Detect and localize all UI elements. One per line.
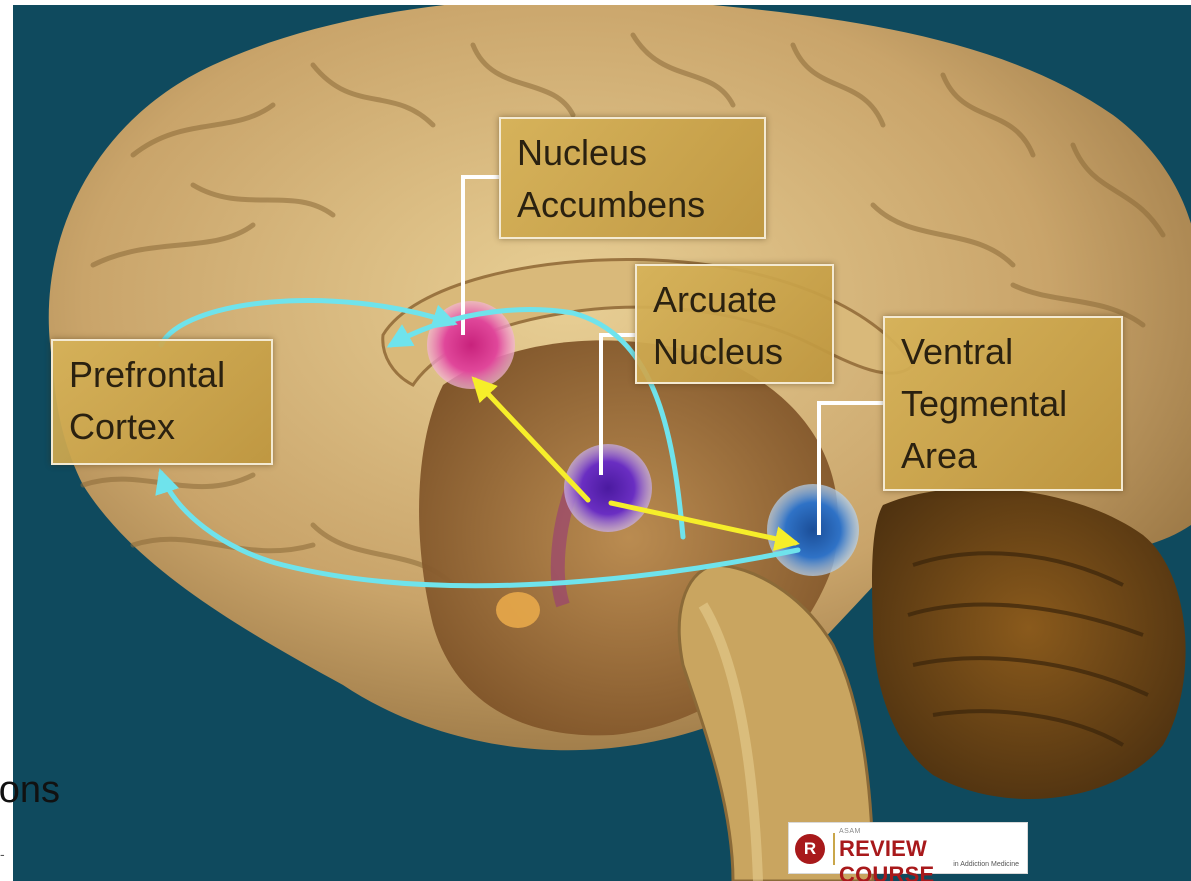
cerebellum xyxy=(872,488,1186,799)
slide-text-fragment-mark: - xyxy=(0,846,5,862)
ventral-tegmental-area-marker xyxy=(767,484,859,576)
logo-title: REVIEW COURSE xyxy=(839,836,1027,881)
label-line: Tegmental xyxy=(901,378,1107,430)
logo-badge: R xyxy=(795,834,825,864)
label-nucleus-accumbens: Nucleus Accumbens xyxy=(499,117,766,239)
label-ventral-tegmental-area: Ventral Tegmental Area xyxy=(883,316,1123,491)
label-line: Nucleus xyxy=(653,326,818,378)
label-line: Arcuate xyxy=(653,274,818,326)
label-line: Ventral xyxy=(901,326,1107,378)
logo-org: ASAM xyxy=(839,828,861,835)
label-arcuate-nucleus: Arcuate Nucleus xyxy=(635,264,834,384)
label-line: Prefrontal xyxy=(69,349,257,401)
label-prefrontal-cortex: Prefrontal Cortex xyxy=(51,339,273,465)
label-line: Cortex xyxy=(69,401,257,453)
label-line: Nucleus xyxy=(517,127,750,179)
brain-figure: Nucleus Accumbens Arcuate Nucleus Prefro… xyxy=(13,5,1191,881)
label-line: Area xyxy=(901,430,1107,482)
label-line: Accumbens xyxy=(517,179,750,231)
logo-subtitle: in Addiction Medicine xyxy=(953,861,1019,868)
slide-text-fragment: ons xyxy=(0,768,60,812)
pituitary xyxy=(496,592,540,628)
logo-divider xyxy=(833,833,835,865)
review-course-logo: R ASAM REVIEW COURSE in Addiction Medici… xyxy=(788,822,1028,874)
